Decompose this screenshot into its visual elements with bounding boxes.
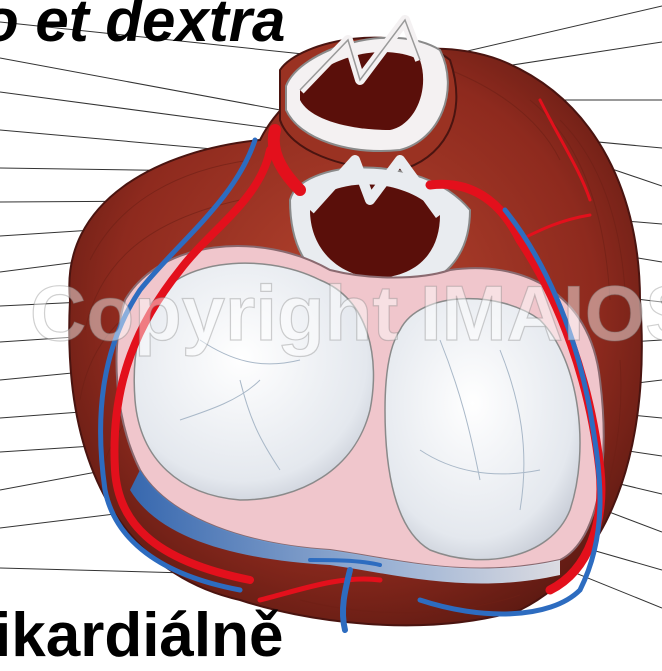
heading-top: o et dextra bbox=[0, 0, 285, 55]
watermark: Copyright IMAIOS bbox=[30, 269, 662, 357]
heading-bottom: ikardiálně bbox=[0, 600, 283, 671]
heart-valves-diagram: Copyright IMAIOS bbox=[0, 0, 662, 651]
diagram-stage: Copyright IMAIOS o et dextra ikardiálně bbox=[0, 0, 662, 651]
aortic-root bbox=[280, 20, 456, 170]
